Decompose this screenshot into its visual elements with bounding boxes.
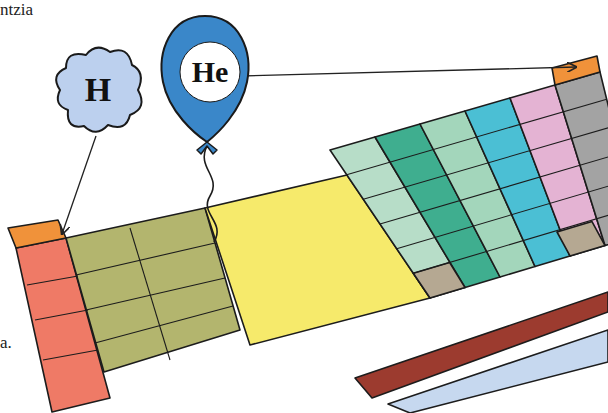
leader-line <box>62 136 96 234</box>
hydrogen-cell <box>8 220 66 248</box>
page-text-fragment: ntzia <box>0 0 33 20</box>
tan-cell <box>557 222 605 256</box>
leader-line <box>240 67 576 76</box>
page-text-fragment: a. <box>0 333 12 353</box>
cloud-node: H <box>48 40 148 140</box>
helium-cell <box>552 56 600 85</box>
element-symbol: He <box>180 42 240 102</box>
noble-gas-column <box>555 72 608 246</box>
tan-cell <box>413 262 465 298</box>
actinide-strip <box>388 330 608 413</box>
cell-grid <box>27 99 608 360</box>
element-symbol: H <box>68 60 128 120</box>
balloon-node: He <box>155 12 255 152</box>
balloon-string <box>204 146 217 242</box>
